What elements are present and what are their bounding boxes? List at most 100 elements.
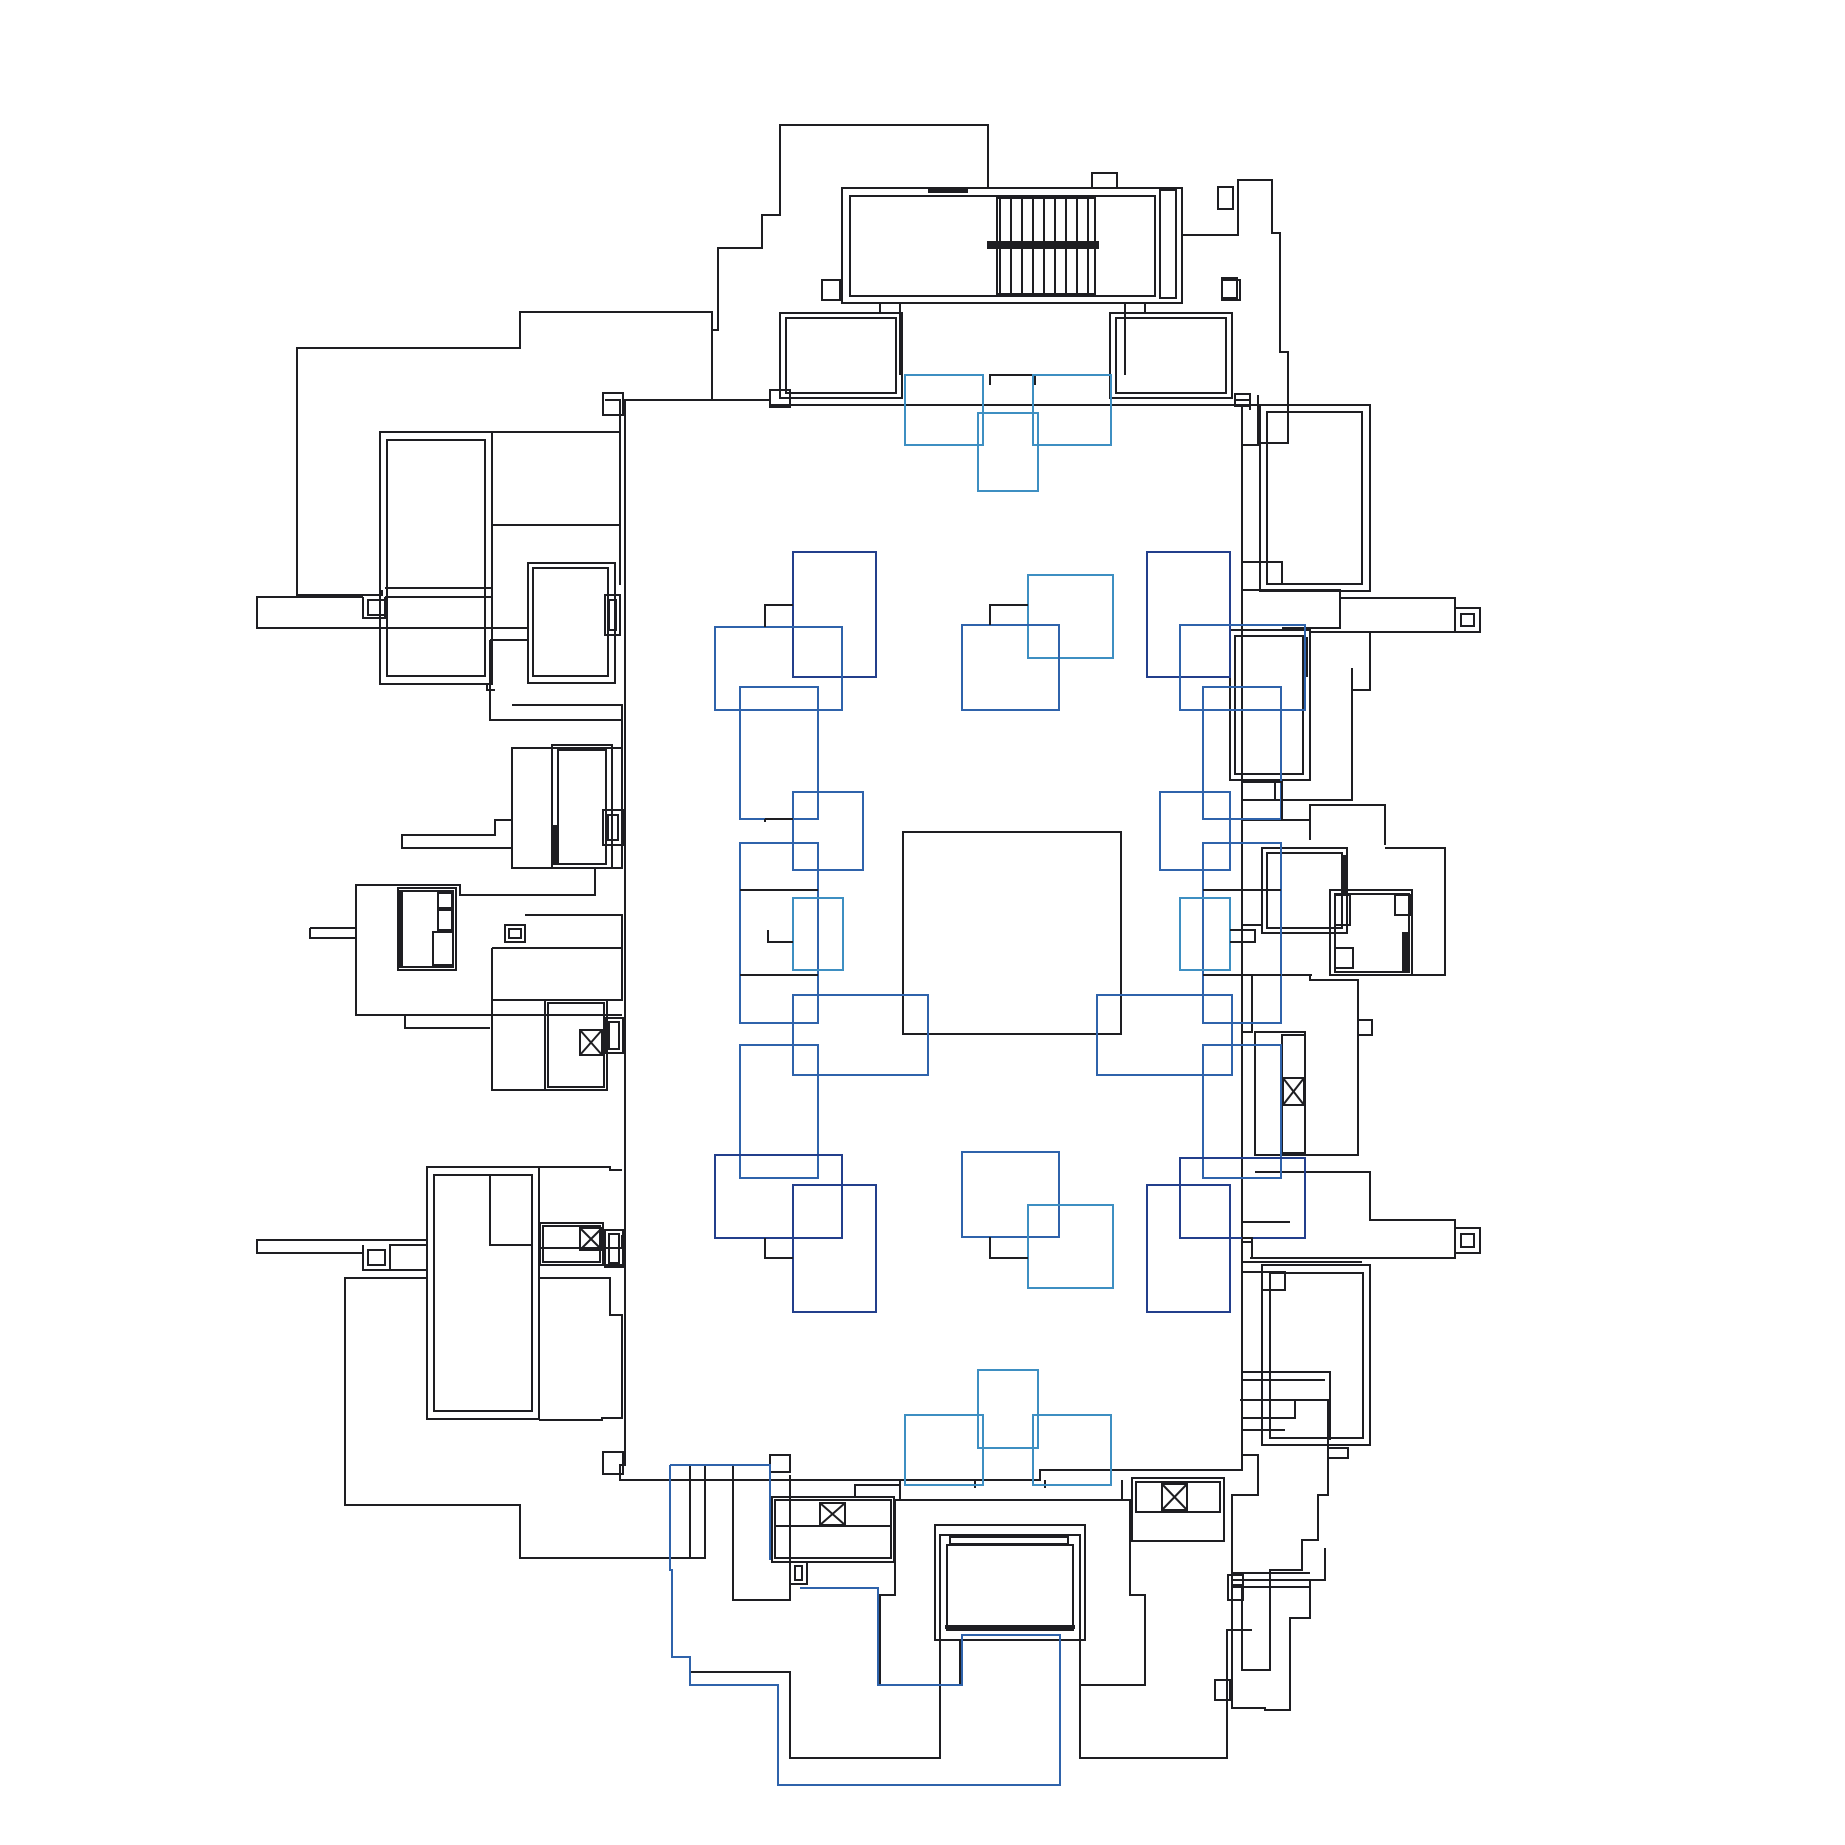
right-mid-rooms <box>1242 779 1446 976</box>
bottom-column-left <box>769 1454 791 1473</box>
blue-square <box>1032 1414 1112 1486</box>
left-lower-oven-x-icon <box>579 1227 603 1251</box>
left-lower-arm <box>256 1239 626 1271</box>
blue-overlays <box>669 374 1306 1786</box>
left-lower-oven-slot-inner <box>608 1233 620 1264</box>
right-bath-fixture-3 <box>1334 947 1354 969</box>
blue-square <box>1146 1184 1231 1313</box>
blue-square <box>1202 1044 1282 1179</box>
left-mid-arm <box>401 819 512 849</box>
bottom-vestibule-threshold <box>945 1625 1075 1629</box>
left-arm-post <box>367 599 386 616</box>
top-column-left <box>769 389 791 408</box>
left-lower-room-outer <box>426 1166 540 1420</box>
blue-square <box>1146 551 1231 678</box>
blue-square <box>1179 897 1231 971</box>
blue-square <box>977 412 1039 492</box>
top-right-room-outer <box>1109 312 1233 399</box>
left-small-post <box>504 924 526 943</box>
blue-square <box>792 897 844 971</box>
left-upper-wing <box>296 311 713 596</box>
bottom-right-tower <box>1231 1399 1329 1711</box>
blue-square <box>1096 994 1233 1076</box>
left-lower-post <box>602 1451 624 1475</box>
blue-square <box>792 1184 877 1313</box>
left-oven-slot-inner <box>608 1021 620 1050</box>
left-upper-post <box>602 392 624 416</box>
left-small-post-inner <box>508 928 522 939</box>
right-upper-partitions <box>1242 404 1341 629</box>
left-oven-slot <box>604 1017 624 1054</box>
blue-square <box>961 624 1060 711</box>
right-bath-fixture-2 <box>1394 894 1411 916</box>
black-connector <box>1242 1237 1253 1242</box>
blue-square <box>739 1044 819 1179</box>
right-bath-outer <box>1329 889 1413 976</box>
right-lower-room-outer <box>1261 1264 1371 1446</box>
top-right-room-inner <box>1115 317 1227 394</box>
left-stair-slot <box>604 594 621 636</box>
bottom-right-oven-x-icon <box>1161 1483 1188 1511</box>
bottom-left-kitchen-inner <box>774 1499 892 1559</box>
bottom-vestibule-mid <box>939 1534 1081 1641</box>
blue-square <box>1179 624 1306 711</box>
black-connector <box>764 604 793 627</box>
central-square <box>902 831 1122 1035</box>
right-lower-wing <box>1242 1171 1456 1259</box>
left-lower-mid-rooms <box>404 914 623 1091</box>
blue-square <box>961 1151 1060 1238</box>
blue-square <box>1032 374 1112 446</box>
blue-square <box>714 1154 843 1239</box>
bottom-right-tower-slot-2 <box>1214 1679 1231 1701</box>
left-kitchen-wing <box>309 868 596 1016</box>
bottom-right-tower-rails <box>1232 1447 1349 1588</box>
top-door-bar <box>928 188 968 193</box>
left-lower-closet <box>489 1174 533 1246</box>
right-upper-closet-inner <box>1234 635 1304 775</box>
right-oven-x-icon <box>1282 1077 1305 1106</box>
blue-square <box>1202 842 1282 1024</box>
blue-square <box>1202 686 1282 820</box>
top-side-slot <box>1159 189 1177 299</box>
blue-square <box>739 842 819 1024</box>
blue-path-2 <box>670 1464 771 1560</box>
black-connector <box>1230 929 1256 943</box>
top-stair-landing <box>987 241 1099 249</box>
bottom-left-slot <box>789 1561 808 1585</box>
blue-square <box>904 1414 984 1486</box>
left-mid-upper-rooms <box>486 639 623 869</box>
blue-square <box>792 551 877 678</box>
bottom-right-kitchen-outer <box>1131 1477 1225 1542</box>
left-lower-arm-post <box>367 1249 386 1266</box>
right-upper-room-inner <box>1266 411 1363 585</box>
left-kitchen-bar <box>398 890 403 968</box>
left-closet-outer <box>551 744 613 869</box>
blue-square <box>1027 1204 1114 1289</box>
blue-square <box>904 374 984 446</box>
right-lower-arm-post <box>1454 1227 1481 1254</box>
top-right-tower-post <box>1221 277 1238 299</box>
top-right-tower-window <box>1217 186 1234 210</box>
black-connector <box>989 604 1028 625</box>
right-bath-fixture-1 <box>1334 894 1351 926</box>
blue-square <box>792 791 864 871</box>
left-lower-oven-inner <box>542 1225 601 1263</box>
bottom-right-kitchen-inner <box>1135 1481 1221 1513</box>
right-bath-bar-2 <box>1343 855 1348 895</box>
right-upper-arm-post-inner <box>1460 613 1475 627</box>
top-entry-walls <box>879 303 1146 385</box>
left-kitchen-fixture-2 <box>437 909 453 931</box>
blue-square <box>977 1369 1039 1449</box>
wall-outlines <box>256 124 1481 1759</box>
top-stair-hall-outer <box>841 187 1183 304</box>
top-left-room-outer <box>779 312 903 399</box>
left-closet-inner <box>557 749 607 865</box>
left-upper-room-inner <box>386 439 486 677</box>
blue-square <box>792 994 929 1076</box>
left-mid-post-inner <box>607 814 619 841</box>
left-lower-room-inner <box>433 1174 533 1412</box>
blue-path <box>669 1465 1061 1786</box>
blue-square <box>1159 791 1231 871</box>
